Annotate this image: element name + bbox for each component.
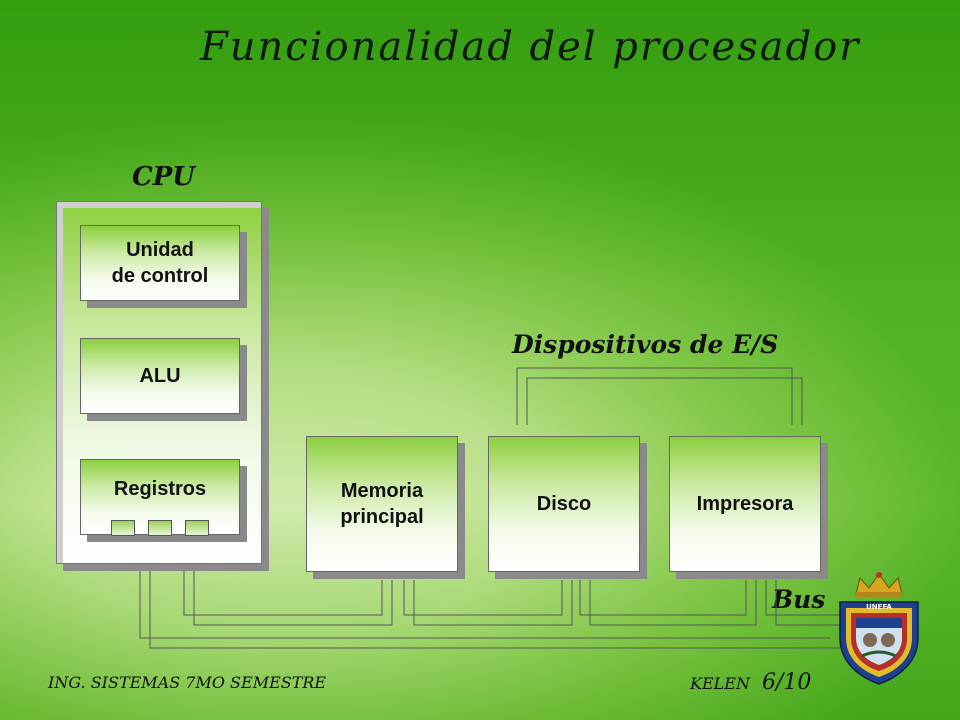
main-memory-block: Memoria principal (306, 436, 458, 572)
io-bracket-inner (526, 377, 803, 425)
register-slot (185, 520, 209, 536)
page-number: 6/10 (761, 670, 812, 695)
cpu-memory-line-a (183, 570, 383, 616)
memory-disk-line-b (413, 580, 573, 626)
disk-printer-line-b (589, 580, 757, 626)
cpu-memory-line-b (193, 570, 393, 626)
printer-bus-line-b (775, 580, 845, 626)
alu-label: ALU (139, 365, 181, 387)
university-emblem-icon: UNEFA (839, 572, 919, 685)
cpu-label: CPU (132, 162, 195, 192)
printer-block: Impresora (669, 436, 821, 572)
disk-printer-line-a (579, 580, 747, 616)
emblem-text: UNEFA (866, 603, 892, 611)
footer-author: KELEN 6/10 (690, 670, 811, 695)
bus-line-2 (149, 570, 840, 649)
bus-label: Bus (772, 585, 826, 614)
disk-label: Disco (536, 493, 592, 515)
slide-title: Funcionalidad del procesador (200, 24, 861, 70)
footer-course: ING. SISTEMAS 7MO SEMESTRE (48, 673, 327, 692)
control-unit-label: Unidad de control (111, 239, 209, 287)
alu-block: ALU (80, 338, 240, 414)
control-unit-block: Unidad de control (80, 225, 240, 301)
printer-bus-line-a (765, 580, 840, 616)
registers-label: Registros (113, 478, 207, 500)
memory-disk-line-a (403, 580, 563, 616)
io-bracket-outer (516, 367, 793, 425)
disk-block: Disco (488, 436, 640, 572)
register-slot (111, 520, 135, 536)
footer-author-name: KELEN (690, 674, 750, 693)
main-memory-label: Memoria principal (340, 480, 424, 528)
printer-label: Impresora (696, 493, 794, 515)
registers-block: Registros (80, 459, 240, 536)
bus-line-1 (139, 570, 830, 639)
register-slot (148, 520, 172, 536)
io-devices-label: Dispositivos de E/S (512, 330, 779, 359)
